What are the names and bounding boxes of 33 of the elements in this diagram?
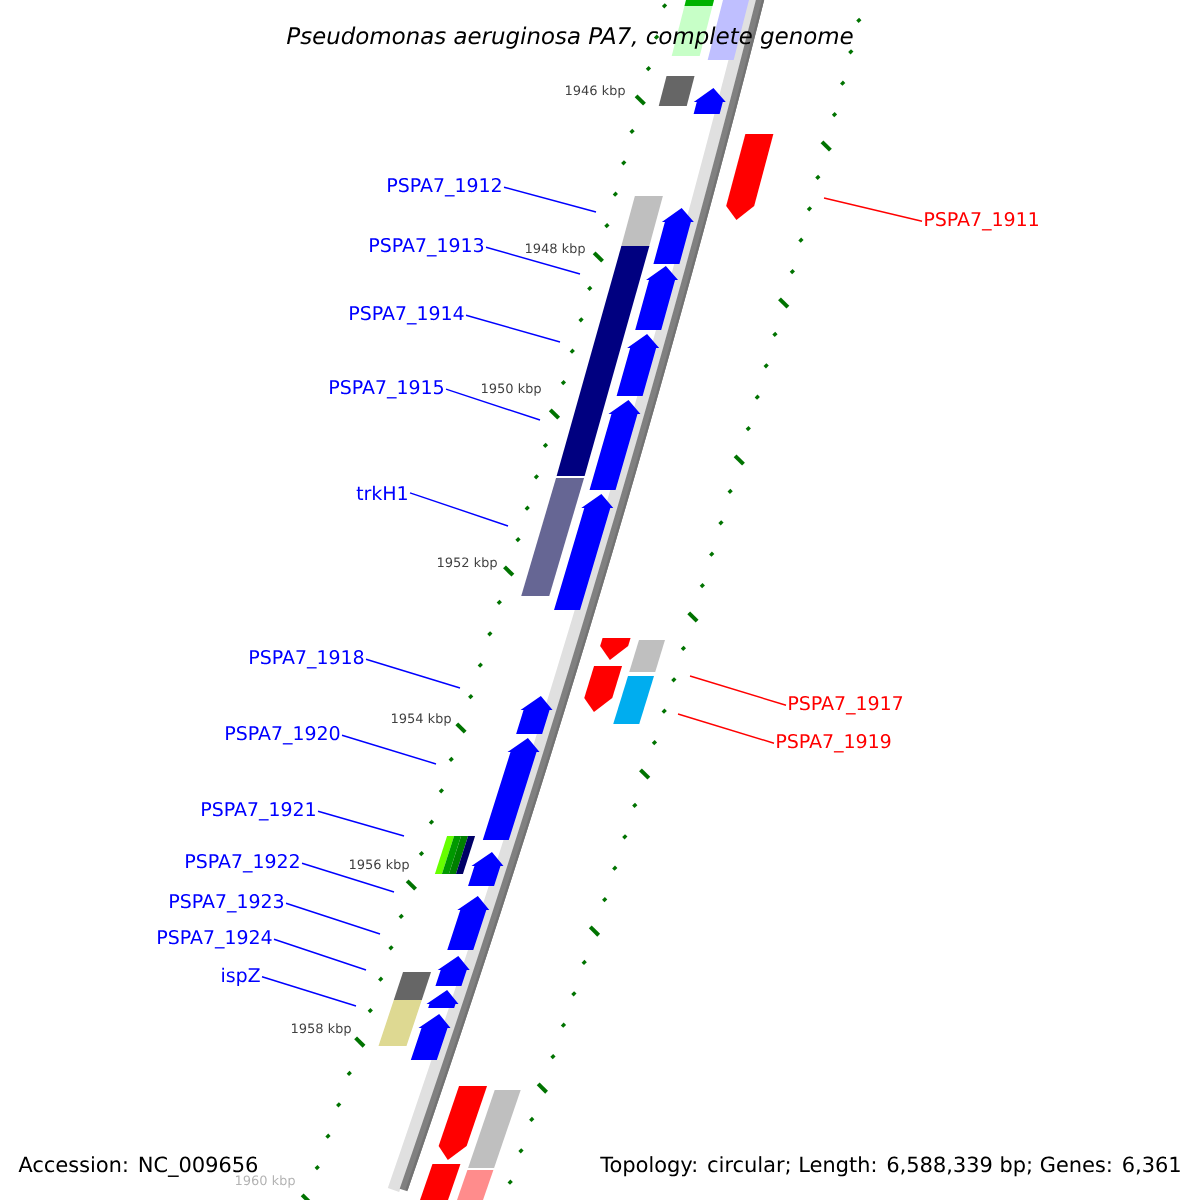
leader-line: [503, 186, 597, 213]
gene-label: PSPA7_1913: [370, 237, 484, 257]
gene-label: PSPA7_1912: [388, 177, 501, 197]
leader-line: [465, 314, 561, 343]
gene-label: PSPA7_1924: [158, 929, 272, 949]
accession-text: Accession: NC_009656: [18, 1156, 258, 1177]
leader-line: [261, 976, 357, 1007]
leader-line: [301, 862, 395, 893]
leader-line: [485, 246, 581, 275]
gene-label: PSPA7_1914: [350, 305, 464, 325]
leader-line: [445, 388, 541, 421]
leader-line: [365, 658, 461, 689]
leader-line: [317, 810, 405, 837]
leader-line: [689, 675, 787, 706]
gene-label: PSPA7_1911: [925, 211, 1038, 231]
leader-line: [409, 492, 509, 527]
leader-line: [823, 197, 923, 222]
genome-info-text: Topology: circular; Length: 6,588,339 bp; Genes: 6,361: [600, 1156, 1180, 1177]
gene-label: trkH1: [356, 485, 407, 500]
gene-label: PSPA7_1922: [186, 853, 299, 873]
leader-line: [341, 734, 437, 765]
gene-label: PSPA7_1915: [330, 379, 443, 399]
gene-label: ispZ: [222, 967, 260, 986]
title: Pseudomonas aeruginosa PA7, complete genome: [287, 26, 853, 49]
gene-label: PSPA7_1921: [202, 801, 315, 821]
gene-label: PSPA7_1917: [789, 695, 903, 715]
gene-label: PSPA7_1920: [226, 725, 340, 745]
gene-label: PSPA7_1923: [170, 893, 284, 913]
leader-line: [677, 713, 775, 744]
gene-label: PSPA7_1919: [777, 733, 891, 753]
leader-line: [285, 902, 381, 935]
leader-line: [273, 938, 367, 971]
gene-label: PSPA7_1918: [250, 649, 364, 669]
